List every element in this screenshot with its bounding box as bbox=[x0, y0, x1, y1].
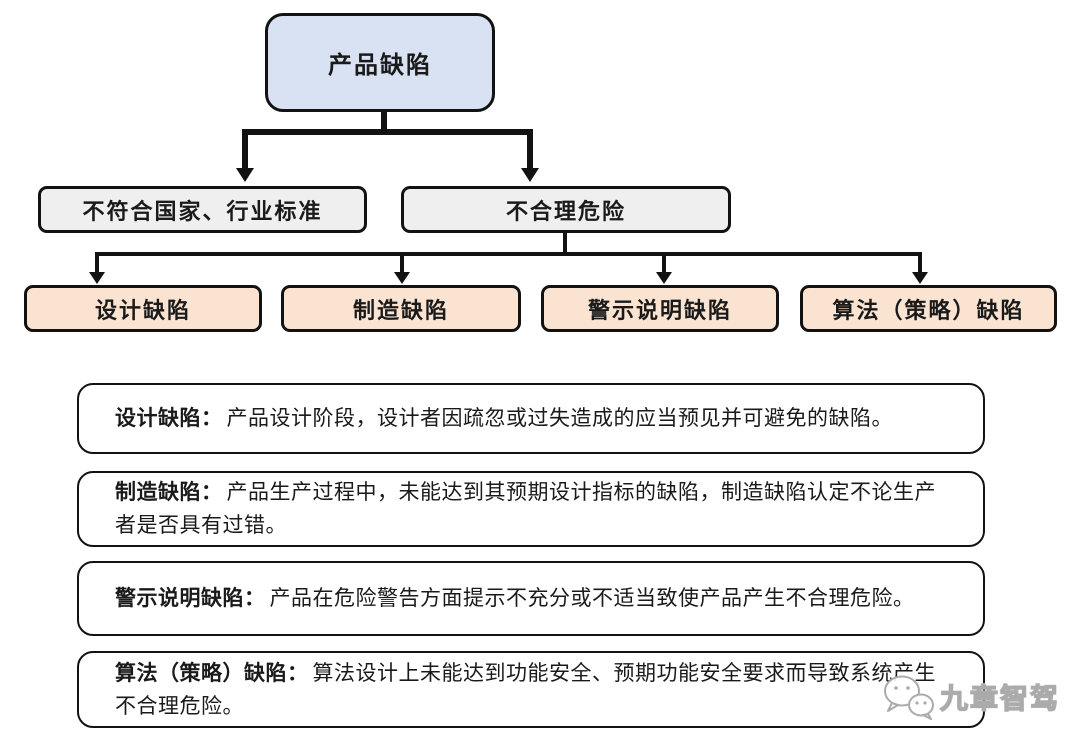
definition-term: 算法（策略）缺陷： bbox=[115, 660, 309, 685]
node-algorithm-defect: 算法（策略）缺陷 bbox=[800, 285, 1057, 332]
node-label: 警示说明缺陷 bbox=[587, 297, 732, 323]
connector-danger-drop-1 bbox=[95, 252, 99, 274]
definition-body: 产品在危险警告方面提示不充分或不适当致使产品产生不合理危险。 bbox=[269, 586, 915, 610]
connector-danger-drop-2 bbox=[400, 252, 404, 274]
definition-term: 制造缺陷： bbox=[115, 480, 223, 504]
node-unreasonable-danger: 不合理危险 bbox=[401, 186, 731, 233]
connector-danger-hbar bbox=[95, 252, 922, 256]
node-design-defect: 设计缺陷 bbox=[24, 285, 262, 332]
definition-manufacturing-defect: 制造缺陷：产品生产过程中，未能达到其预期设计指标的缺陷，制造缺陷认定不论生产者是… bbox=[77, 471, 985, 547]
connector-danger-drop-4 bbox=[918, 252, 922, 274]
connector-root-hbar bbox=[242, 129, 533, 135]
definition-warning-defect: 警示说明缺陷：产品在危险警告方面提示不充分或不适当致使产品产生不合理危险。 bbox=[77, 561, 985, 636]
node-label: 算法（策略）缺陷 bbox=[832, 297, 1025, 323]
definition-text: 警示说明缺陷：产品在危险警告方面提示不充分或不适当致使产品产生不合理危险。 bbox=[115, 582, 915, 615]
definition-text: 算法（策略）缺陷：算法设计上未能达到功能安全、预期功能安全要求而导致系统产生不合… bbox=[115, 657, 947, 723]
watermark-label: 九章智驾 bbox=[939, 682, 1061, 714]
node-product-defect: 产品缺陷 bbox=[265, 13, 495, 112]
definition-term: 警示说明缺陷： bbox=[115, 586, 266, 610]
definition-design-defect: 设计缺陷：产品设计阶段，设计者因疏忽或过失造成的应当预见并可避免的缺陷。 bbox=[77, 383, 985, 454]
definition-body: 算法设计上未能达到功能安全、预期功能安全要求而导致系统产生不合理危险。 bbox=[115, 660, 936, 718]
definition-body: 产品设计阶段，设计者因疏忽或过失造成的应当预见并可避免的缺陷。 bbox=[226, 406, 893, 430]
definition-text: 设计缺陷：产品设计阶段，设计者因疏忽或过失造成的应当预见并可避免的缺陷。 bbox=[115, 402, 893, 435]
node-label: 设计缺陷 bbox=[94, 297, 191, 323]
connector-root-drop-left bbox=[242, 129, 248, 170]
connector-root-stem bbox=[381, 110, 387, 133]
node-label: 产品缺陷 bbox=[328, 53, 432, 79]
node-manufacturing-defect: 制造缺陷 bbox=[281, 285, 521, 332]
connector-danger-drop-3 bbox=[662, 252, 666, 274]
watermark: 九章智驾 bbox=[882, 674, 1060, 720]
node-label: 不合理危险 bbox=[505, 198, 626, 224]
definition-text: 制造缺陷：产品生产过程中，未能达到其预期设计指标的缺陷，制造缺陷认定不论生产者是… bbox=[115, 476, 947, 542]
arrowhead-icon bbox=[912, 272, 928, 284]
arrowhead-icon bbox=[656, 272, 672, 284]
definition-term: 设计缺陷： bbox=[115, 406, 223, 430]
arrowhead-icon bbox=[521, 168, 539, 182]
node-label: 不符合国家、行业标准 bbox=[82, 198, 323, 224]
connector-root-drop-right bbox=[527, 129, 533, 170]
arrowhead-icon bbox=[394, 272, 410, 284]
arrowhead-icon bbox=[236, 168, 254, 182]
arrowhead-icon bbox=[89, 272, 105, 284]
wechat-bubbles-icon bbox=[884, 675, 934, 720]
node-warning-defect: 警示说明缺陷 bbox=[541, 285, 779, 332]
node-nonconform-standards: 不符合国家、行业标准 bbox=[38, 186, 367, 233]
node-label: 制造缺陷 bbox=[352, 297, 449, 323]
connector-danger-stem bbox=[563, 233, 567, 255]
definition-body: 产品生产过程中，未能达到其预期设计指标的缺陷，制造缺陷认定不论生产者是否具有过错… bbox=[115, 480, 936, 537]
definition-algorithm-defect: 算法（策略）缺陷：算法设计上未能达到功能安全、预期功能安全要求而导致系统产生不合… bbox=[77, 651, 985, 728]
